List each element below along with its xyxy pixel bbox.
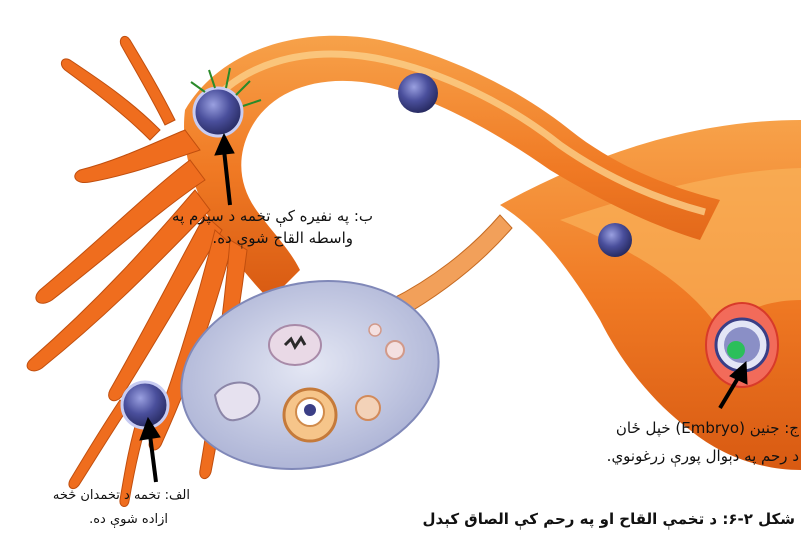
zygote-1: [398, 73, 438, 113]
label-ovulation-line1: الف: تخمه د تخمدان څخه: [53, 484, 190, 508]
figure-caption: شکل ۲-۶: د تخمې القاح او په رحم کې الصاق…: [423, 508, 795, 530]
zygote-2: [598, 223, 632, 257]
label-fertilization: ب: په نفیره کې تخمه د سپرم په واسطه القا…: [172, 205, 373, 249]
label-fertilization-line1: ب: په نفیره کې تخمه د سپرم په: [172, 205, 373, 227]
label-ovulation: الف: تخمه د تخمدان څخه ازاده شوې ده.: [53, 484, 190, 532]
label-embryo: ج: جنین (Embryo) خپل ځان د رحم په دېوال …: [607, 417, 799, 467]
ovarian-ligament: [390, 215, 512, 318]
egg-fertilization: [194, 88, 242, 136]
label-embryo-line1: ج: جنین (Embryo) خپل ځان: [607, 417, 799, 439]
label-embryo-line2: د رحم په دېوال پورې زرغونوي.: [607, 445, 799, 467]
label-fertilization-line2: واسطه القاح شوې ده.: [172, 227, 373, 249]
label-ovulation-line2: ازاده شوې ده.: [53, 508, 190, 532]
egg-released: [122, 382, 168, 428]
